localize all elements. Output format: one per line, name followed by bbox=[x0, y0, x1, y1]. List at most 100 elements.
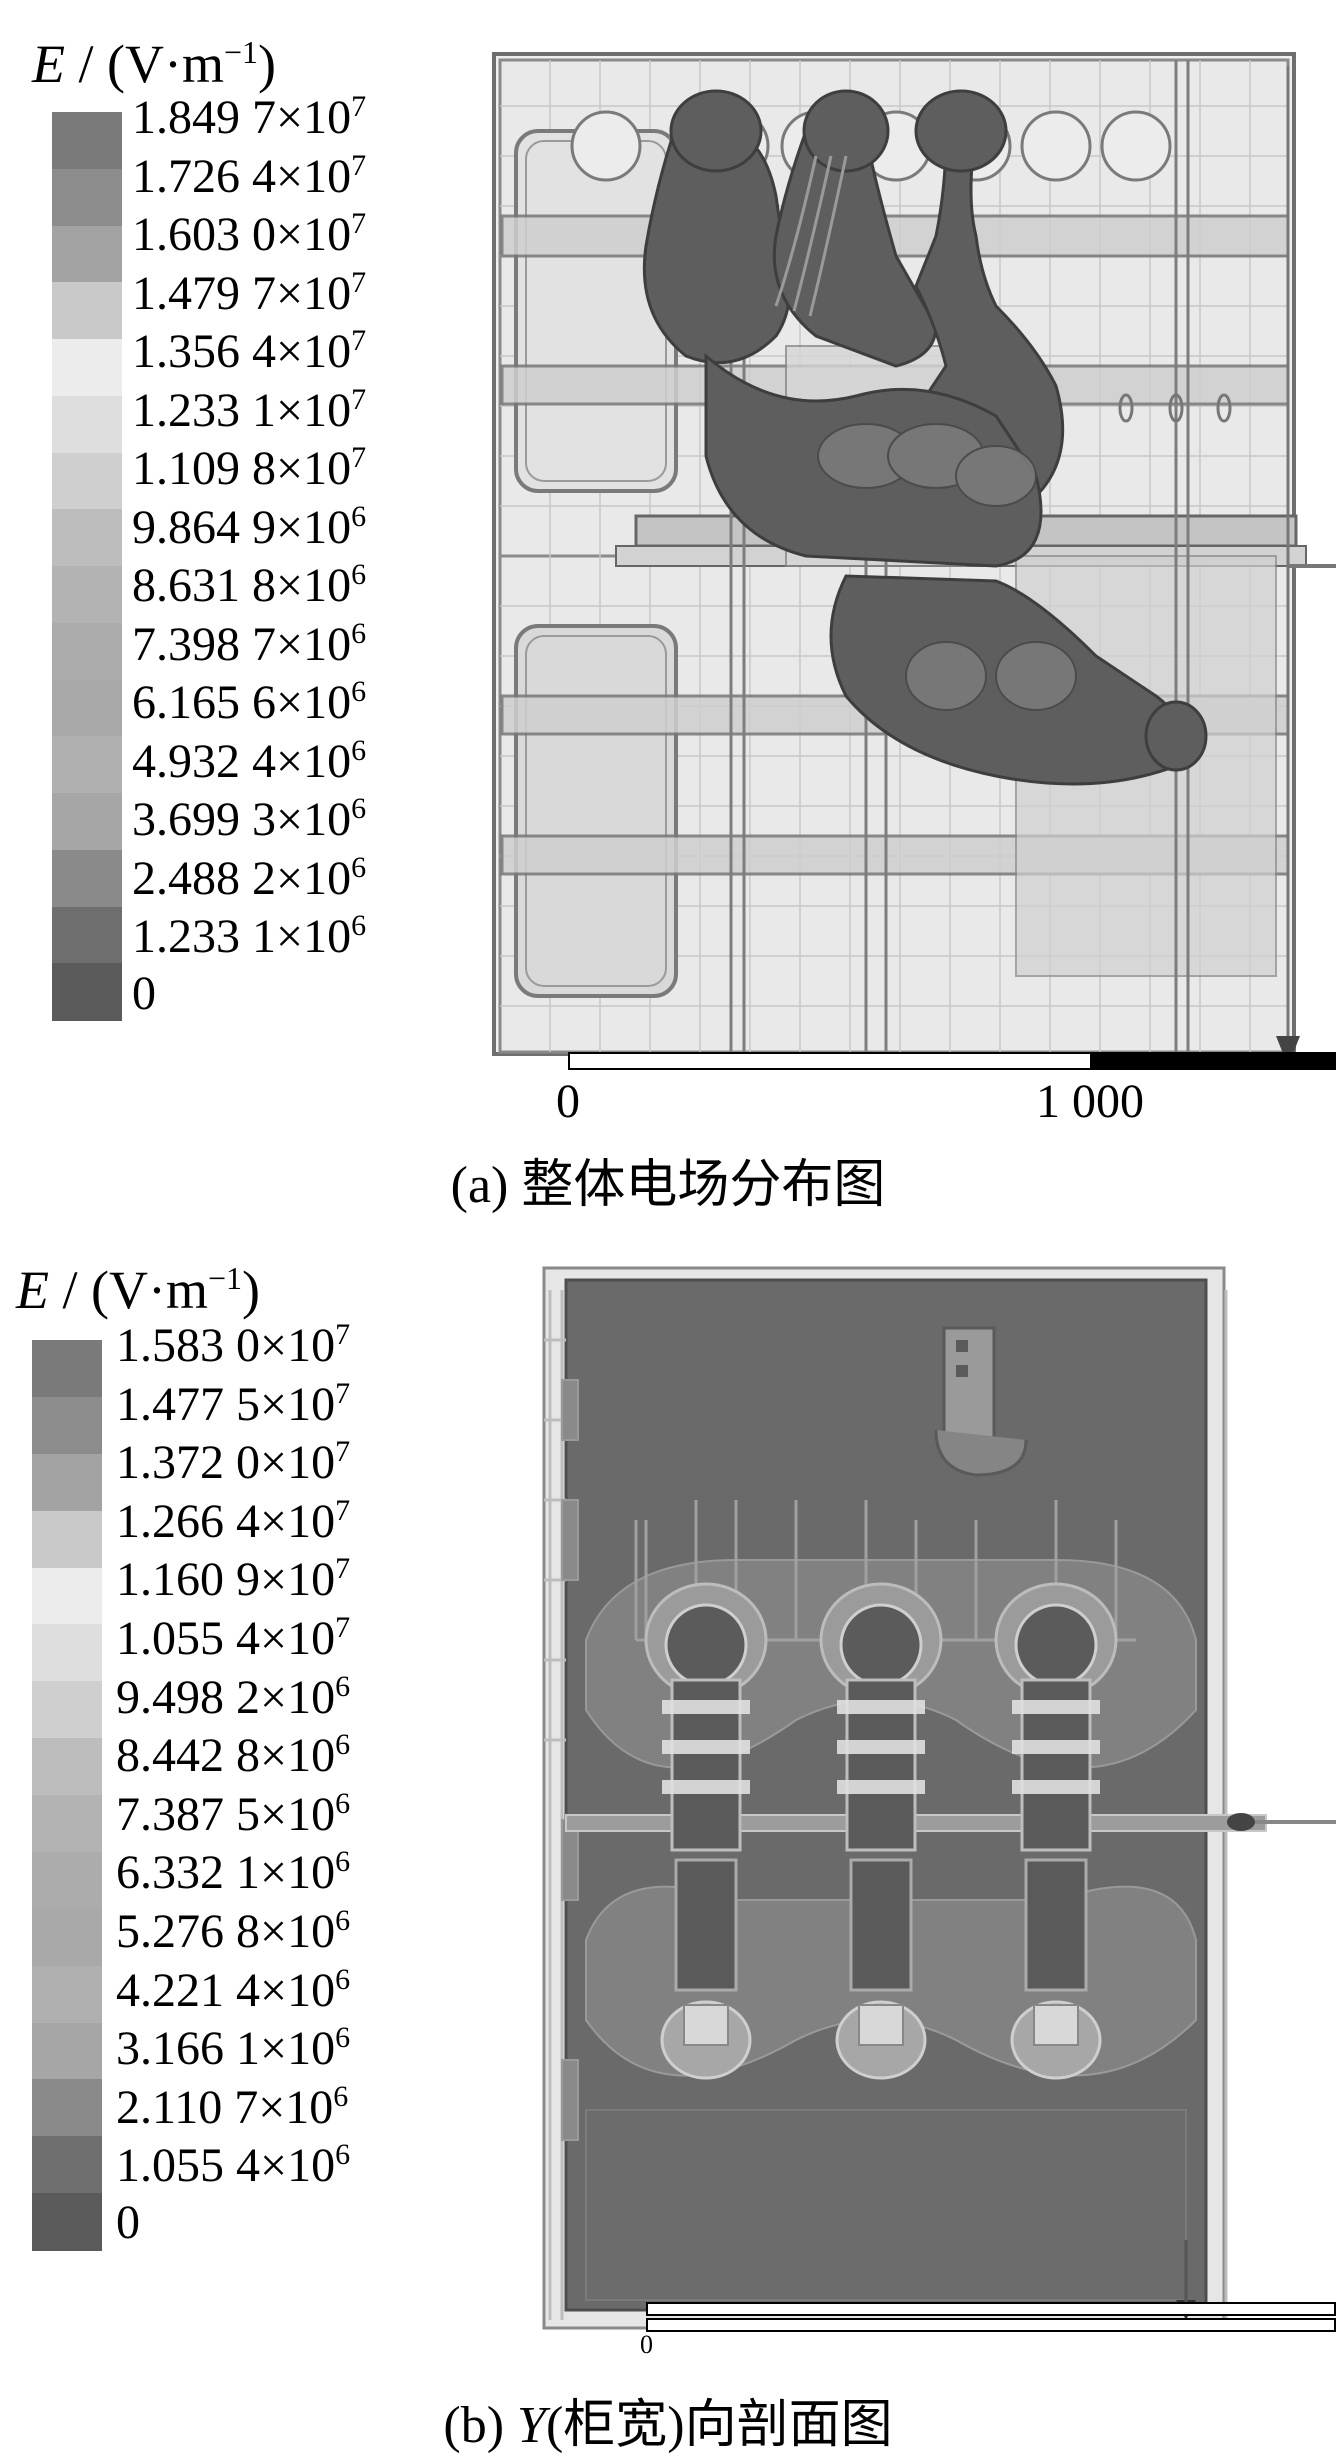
legend-mantissa: 1.266 4×10 bbox=[116, 1494, 336, 1548]
color-swatch bbox=[52, 736, 122, 794]
legend-mantissa: 1.356 4×10 bbox=[132, 325, 352, 378]
field-distribution-a bbox=[492, 52, 1336, 1066]
legend-value: 1.356 4×107 bbox=[132, 326, 366, 376]
legend-mantissa: 1.603 0×10 bbox=[132, 208, 352, 261]
legend-mantissa: 1.055 4×10 bbox=[116, 1612, 336, 1665]
color-swatch bbox=[32, 1453, 102, 1512]
legend-exponent: 6 bbox=[335, 2138, 351, 2172]
legend-mantissa: 8.442 8×10 bbox=[116, 1729, 336, 1783]
color-scale-b bbox=[32, 1340, 102, 2251]
legend-value: 3.699 3×106 bbox=[132, 794, 366, 844]
legend-mantissa: 1.055 4×10 bbox=[116, 2139, 336, 2193]
legend-mantissa: 1.849 7×10 bbox=[132, 91, 352, 144]
color-swatch bbox=[52, 679, 122, 738]
color-swatch bbox=[32, 1965, 102, 2024]
legend-mantissa: 1.479 7×10 bbox=[132, 266, 352, 320]
color-swatch bbox=[32, 1851, 102, 1910]
color-swatch bbox=[52, 168, 122, 227]
caption-b-var: Y bbox=[517, 2397, 546, 2454]
caption-b-prefix: (b) bbox=[443, 2397, 518, 2454]
legend-exponent: 6 bbox=[335, 1904, 351, 1937]
legend-value: 1.266 4×107 bbox=[116, 1493, 351, 1548]
caption-a: (a) 整体电场分布图 bbox=[450, 1157, 886, 1214]
color-swatch bbox=[32, 1908, 102, 1967]
scale-bar-black-segment bbox=[1090, 1052, 1336, 1070]
legend-value: 1.583 0×107 bbox=[116, 1320, 350, 1370]
legend-mantissa: 7.398 7×10 bbox=[132, 617, 352, 671]
color-swatch bbox=[32, 1340, 102, 1398]
legend-value: 4.221 4×106 bbox=[116, 1962, 351, 2017]
legend-value: 7.398 7×106 bbox=[132, 616, 367, 671]
legend-value: 1.055 4×107 bbox=[116, 1613, 350, 1663]
legend-value: 1.372 0×107 bbox=[116, 1437, 350, 1487]
legend-value: 4.932 4×106 bbox=[132, 734, 366, 788]
color-swatch bbox=[32, 2079, 102, 2138]
color-swatch bbox=[52, 509, 122, 567]
legend-exponent: 6 bbox=[351, 850, 367, 884]
scale-bar-white-segment bbox=[568, 1052, 1092, 1070]
color-swatch bbox=[32, 1795, 102, 1853]
legend-exponent: 6 bbox=[351, 909, 367, 942]
legend-mantissa: 1.372 0×10 bbox=[116, 1436, 336, 1490]
legend-exponent: 6 bbox=[335, 1962, 351, 1996]
legend-mantissa: 1.109 8×10 bbox=[132, 442, 352, 495]
color-swatch bbox=[52, 225, 122, 284]
legend-value: 2.488 2×106 bbox=[132, 850, 367, 903]
legend-mantissa: 1.726 4×10 bbox=[132, 149, 352, 203]
scale-tick-start-b: 0 bbox=[640, 2330, 653, 2359]
legend-mantissa: 6.332 1×10 bbox=[116, 1846, 336, 1900]
legend-exponent: 6 bbox=[335, 2021, 351, 2055]
legend-value: 0 bbox=[116, 2199, 140, 2247]
scale-bar-white-segment-2 bbox=[646, 2318, 1336, 2332]
color-swatch bbox=[32, 2193, 102, 2251]
field-distribution-b bbox=[542, 1266, 1336, 2330]
legend-value: 1.109 8×107 bbox=[132, 443, 366, 493]
legend-value: 3.166 1×106 bbox=[116, 2023, 350, 2073]
legend-value: 1.726 4×107 bbox=[132, 149, 366, 203]
legend-exponent: 7 bbox=[335, 1493, 351, 1527]
legend-exponent: 6 bbox=[351, 616, 367, 650]
legend-exponent: 7 bbox=[351, 90, 367, 123]
color-swatch bbox=[52, 395, 122, 454]
legend-mantissa: 0 bbox=[132, 966, 156, 1020]
color-swatch bbox=[52, 282, 122, 340]
legend-mantissa: 1.583 0×10 bbox=[116, 1319, 336, 1372]
legend-value: 1.477 5×107 bbox=[116, 1377, 350, 1431]
legend-mantissa: 4.221 4×10 bbox=[116, 1963, 336, 2017]
legend-value: 1.849 7×107 bbox=[132, 92, 366, 142]
bushings bbox=[644, 1582, 1118, 2080]
color-swatch bbox=[52, 566, 122, 624]
scale-bar-a bbox=[568, 1052, 1336, 1070]
legend-mantissa: 6.165 6×10 bbox=[132, 676, 352, 729]
legend-exponent: 7 bbox=[351, 441, 367, 474]
legend-mantissa: 5.276 8×10 bbox=[116, 1905, 336, 1958]
legend-exponent: 6 bbox=[335, 1845, 351, 1879]
legend-mantissa: 1.477 5×10 bbox=[116, 1377, 336, 1431]
legend-unit: / (V·m bbox=[62, 1260, 208, 1320]
legend-exponent: 7 bbox=[335, 1611, 351, 1644]
legend-exponent: 7 bbox=[351, 265, 367, 299]
caption-b-rest: (柜宽)向剖面图 bbox=[545, 2397, 893, 2454]
legend-unit-close: ) bbox=[258, 34, 276, 94]
legend-exponent: 6 bbox=[335, 1728, 351, 1762]
legend-value: 2.110 7×106 bbox=[116, 2080, 348, 2134]
color-swatch bbox=[32, 2136, 102, 2195]
color-scale-a bbox=[52, 112, 122, 1021]
legend-value: 6.165 6×106 bbox=[132, 677, 366, 727]
legend-title-b: E / (V·m−1) bbox=[16, 1262, 260, 1317]
legend-value: 5.276 8×106 bbox=[116, 1906, 350, 1956]
scale-bar-b bbox=[646, 2302, 1336, 2332]
legend-exponent: 7 bbox=[351, 324, 367, 357]
legend-value: 9.498 2×106 bbox=[116, 1671, 350, 1722]
scale-tick-start-a: 0 bbox=[556, 1075, 580, 1128]
legend-value: 8.442 8×106 bbox=[116, 1730, 350, 1780]
legend-mantissa: 2.110 7×10 bbox=[116, 2080, 334, 2134]
legend-mantissa: 3.699 3×10 bbox=[132, 793, 352, 846]
legend-mantissa: 4.932 4×10 bbox=[132, 734, 352, 788]
legend-exponent: 6 bbox=[351, 499, 367, 533]
legend-exponent: 6 bbox=[351, 558, 367, 591]
color-swatch bbox=[52, 452, 122, 511]
legend-symbol: E bbox=[32, 34, 65, 94]
